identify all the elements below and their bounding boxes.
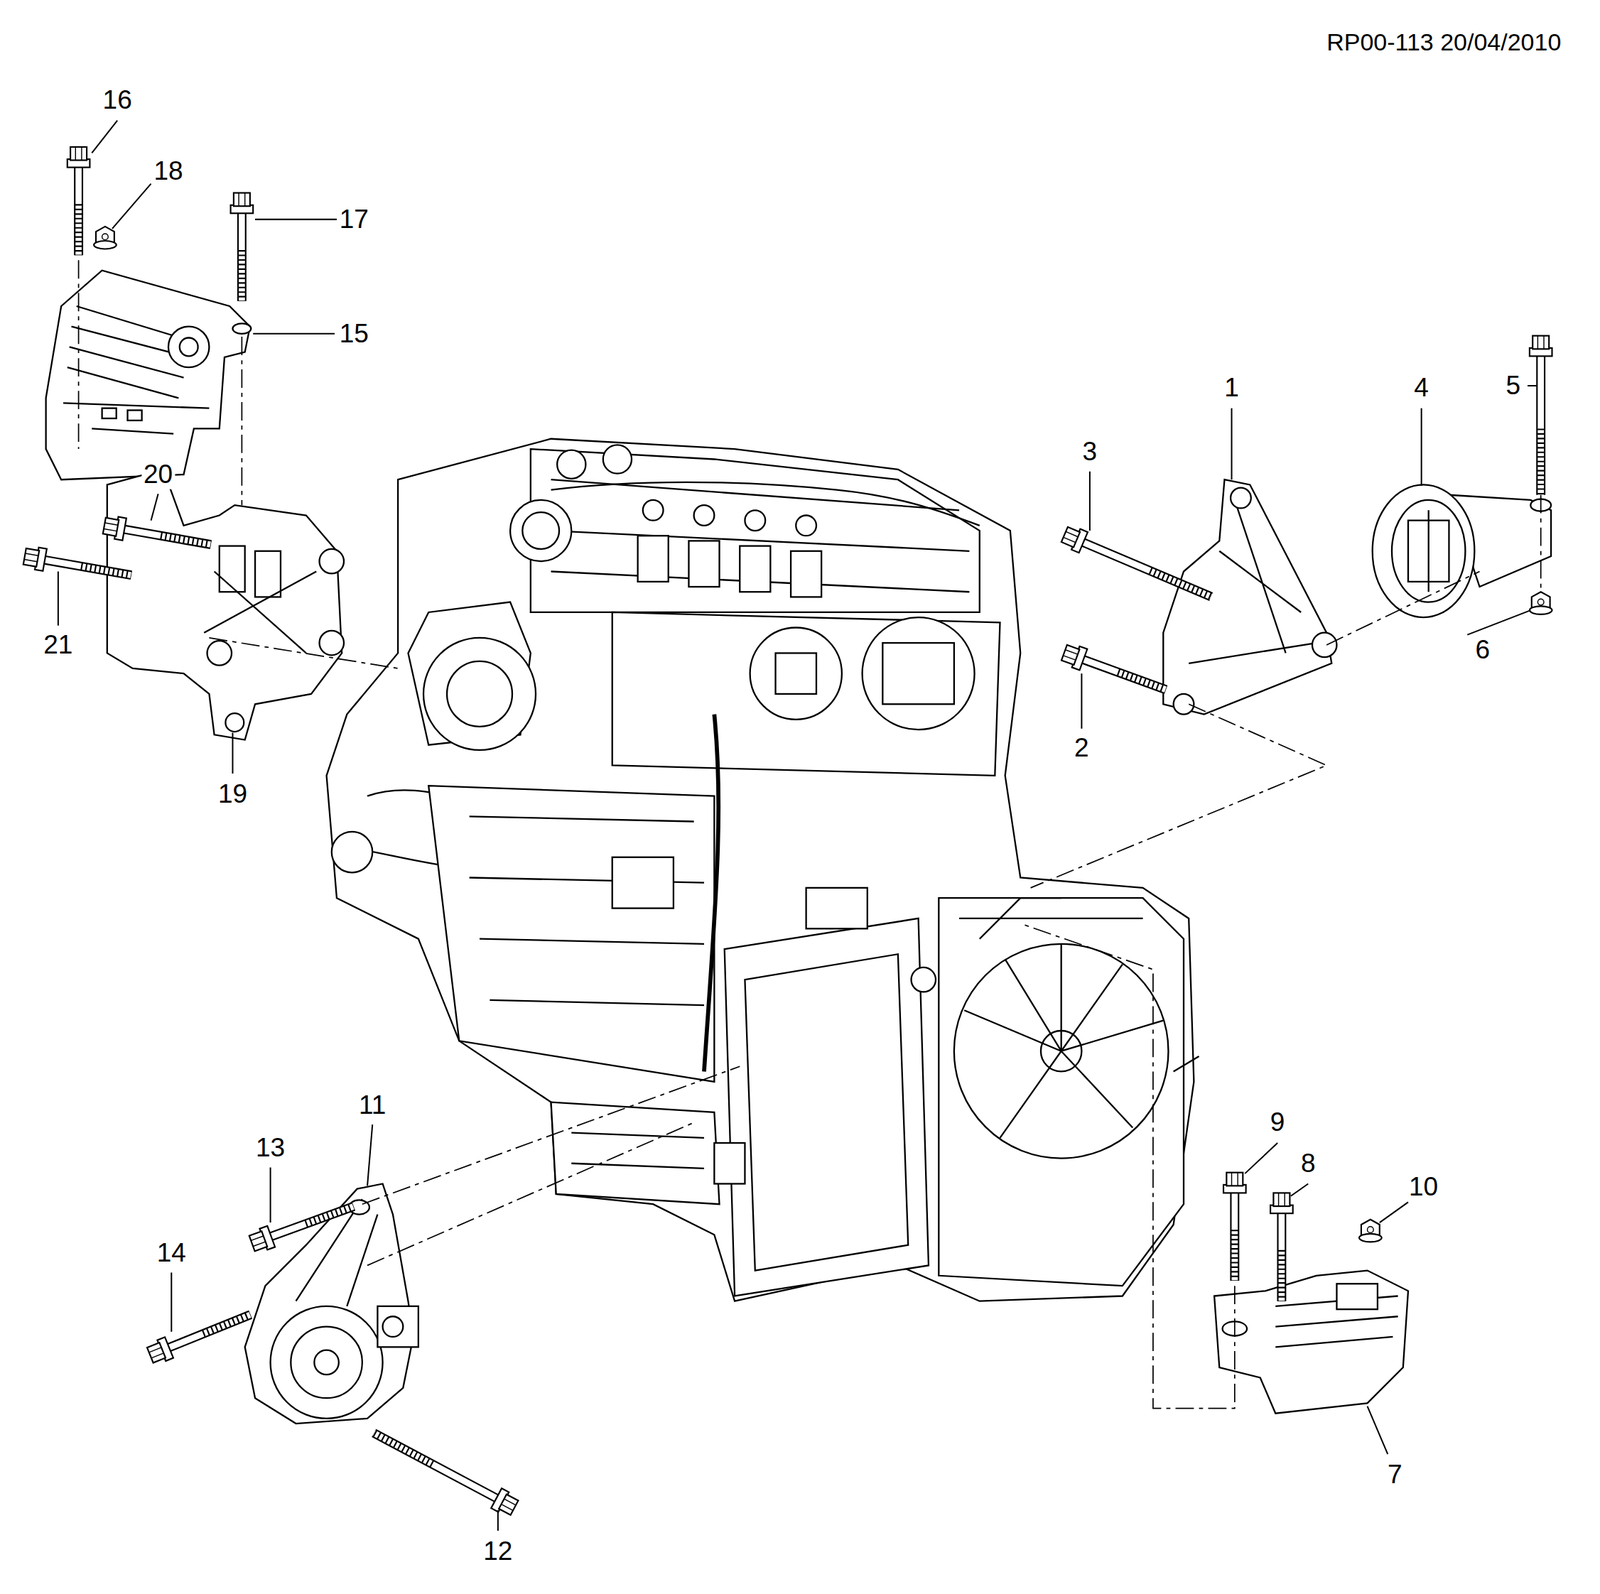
callout-number: 4 bbox=[1411, 373, 1431, 403]
callout-number: 18 bbox=[151, 157, 185, 187]
callout-number: 3 bbox=[1080, 437, 1100, 467]
callout-number: 12 bbox=[480, 1536, 515, 1566]
assembly-line bbox=[78, 260, 1542, 1409]
callout-number: 13 bbox=[253, 1133, 288, 1164]
mount-bracket bbox=[107, 469, 344, 741]
callout-number: 17 bbox=[337, 205, 371, 235]
engine-mount bbox=[46, 270, 252, 481]
callout-number: 2 bbox=[1072, 733, 1092, 764]
callout-number: 10 bbox=[1406, 1172, 1441, 1202]
callout-number: 1 bbox=[1222, 373, 1242, 403]
callout-number: 5 bbox=[1504, 371, 1524, 401]
callout-number: 6 bbox=[1473, 635, 1493, 666]
engine-assembly bbox=[326, 439, 1200, 1302]
callout-number: 7 bbox=[1385, 1460, 1405, 1490]
callout-number: 9 bbox=[1268, 1108, 1288, 1138]
callout-number: 14 bbox=[154, 1239, 189, 1269]
callout-number: 15 bbox=[337, 319, 371, 349]
fastener bbox=[22, 147, 1552, 1519]
drawing-reference: RP00-113 20/04/2010 bbox=[1324, 29, 1564, 57]
leader-line bbox=[58, 120, 1537, 1532]
callout-number: 11 bbox=[356, 1091, 388, 1121]
callout-number: 19 bbox=[215, 779, 250, 809]
transmission-mount bbox=[1214, 1271, 1409, 1414]
callout-number: 21 bbox=[41, 630, 75, 661]
mount-bracket bbox=[1163, 479, 1551, 715]
callout-number: 16 bbox=[100, 85, 135, 115]
callout-number: 8 bbox=[1298, 1148, 1318, 1178]
callout-number: 20 bbox=[141, 460, 175, 490]
